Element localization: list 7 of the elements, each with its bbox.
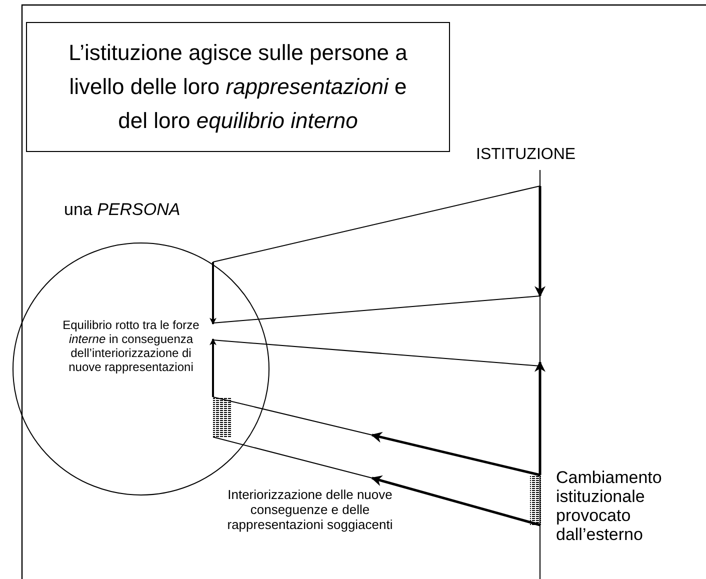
- internalization-label: Interiorizzazione delle nuove conseguenze e delle rappresentazioni soggiacenti: [226, 487, 394, 532]
- change-label: Cambiamento istituzionale provocato dall’esterno: [556, 468, 663, 544]
- statement-text: L’istituzione agisce sulle persone a livello delle loro rappresentazioni e del loro equilibrio interno: [68, 39, 408, 135]
- text-box: [26, 22, 450, 152]
- axis-label: ISTITUZIONE: [476, 145, 577, 165]
- circle-description: Equilibrio rotto tra le forze interne in conseguenza dell’interiorizzazione di nuove rappresentazioni: [62, 318, 200, 374]
- circle-heading: una PERSONA: [64, 200, 180, 220]
